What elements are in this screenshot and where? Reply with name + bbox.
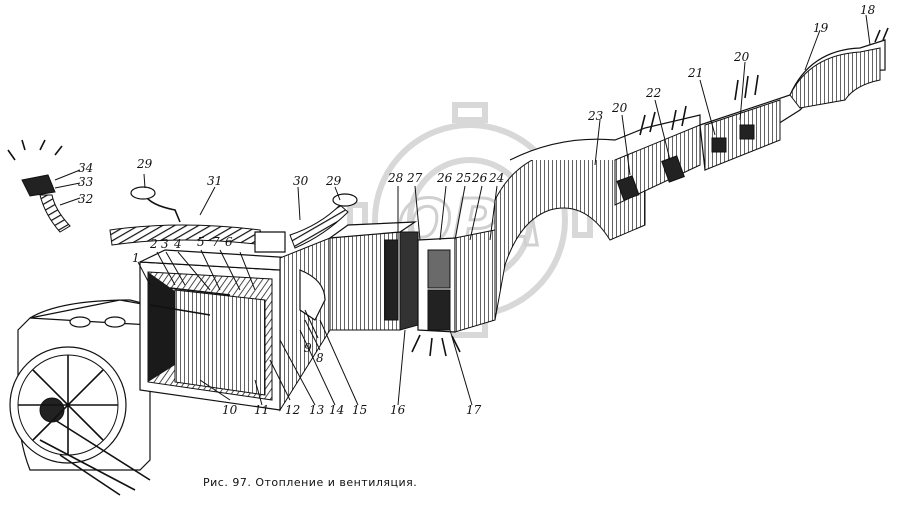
callout-26-right: 26: [471, 171, 488, 185]
fan-housing: [9, 299, 177, 496]
callout-2: 2: [149, 237, 158, 251]
callout-22: 22: [645, 86, 661, 100]
callout-17: 17: [466, 403, 482, 417]
callout-32: 32: [78, 192, 93, 206]
heater-box: [139, 249, 297, 411]
callout-7: 7: [212, 235, 220, 249]
callout-5: 5: [197, 235, 205, 249]
callout-27: 27: [406, 171, 423, 185]
leader-lines: [54, 14, 871, 406]
callout-28: 28: [387, 171, 404, 185]
hoses: [7, 139, 358, 253]
callout-21: 21: [687, 66, 703, 80]
callout-25: 25: [455, 171, 471, 185]
callout-16: 16: [390, 403, 406, 417]
callout-4: 4: [173, 237, 182, 251]
callout-14: 14: [329, 403, 344, 417]
callout-29-left: 29: [136, 157, 153, 171]
figure-caption: Рис. 97. Отопление и вентиляция.: [203, 476, 417, 489]
callout-29-right: 29: [325, 174, 342, 188]
callout-20-rear: 20: [733, 50, 750, 64]
callout-33: 33: [78, 175, 94, 189]
rear-arch-duct: [494, 27, 889, 321]
callout-34: 34: [78, 161, 93, 175]
callout-13: 13: [309, 403, 325, 417]
callout-19: 19: [813, 21, 829, 35]
callout-8: 8: [316, 351, 324, 365]
callout-31: 31: [207, 174, 222, 188]
callout-20-mid: 20: [611, 101, 628, 115]
callout-3: 3: [161, 237, 169, 251]
callout-15: 15: [352, 403, 367, 417]
callout-30: 30: [293, 174, 309, 188]
callout-24: 24: [488, 171, 504, 185]
callout-6: 6: [225, 235, 233, 249]
callout-26-left: 26: [436, 171, 453, 185]
callout-23: 23: [587, 109, 604, 123]
callout-18: 18: [860, 3, 876, 17]
callout-labels: 1 2 3 4 5 7 6 8 9 10 11 12 13 14 15 16 1…: [78, 3, 876, 417]
callout-11: 11: [254, 403, 269, 417]
central-duct: [279, 221, 496, 412]
callout-10: 10: [222, 403, 238, 417]
callout-9: 9: [304, 341, 312, 355]
callout-1: 1: [132, 251, 140, 265]
callout-12: 12: [285, 403, 300, 417]
